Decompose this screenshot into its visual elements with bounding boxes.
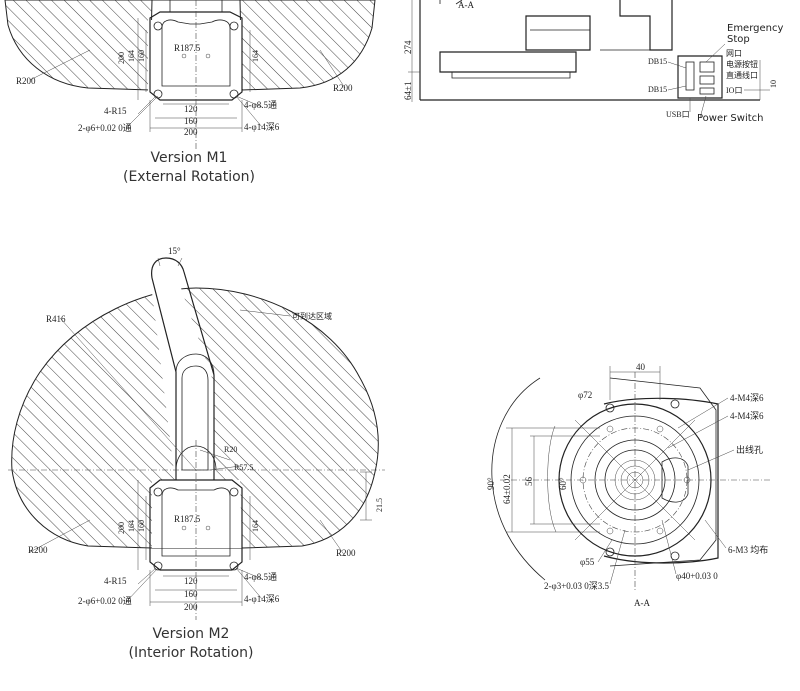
m1-base-outline: [149, 11, 243, 101]
m1-pin-label: 2-φ6+0.02 0通: [78, 123, 132, 133]
side-db15-b-label: DB15: [648, 85, 667, 94]
m2-w160-label: 160: [184, 589, 198, 599]
side-debug-cn-label: 直通线口: [726, 70, 758, 80]
m1-workspace-view: R200 R200 R187.5 200 164 160 164 4-R15 2…: [4, 0, 376, 150]
m2-r20-label: R20: [224, 445, 237, 454]
flange-a60-label: 60°: [558, 477, 568, 490]
m1-reach-area: [4, 0, 376, 91]
side-usb-label: USB口: [666, 110, 690, 119]
flange-w40-label: 40: [636, 362, 646, 372]
m2-w200-label: 200: [184, 602, 198, 612]
flange-d72-label: φ72: [578, 390, 592, 400]
flange-a90-label: 90°: [486, 477, 496, 490]
flange-h64-label: 64±0.02: [502, 474, 512, 504]
m1-r187-label: R187.5: [174, 43, 201, 53]
m1-dim-160-label: 160: [137, 50, 146, 62]
side-net-label: 网口: [726, 49, 742, 58]
flange-pin-label: 2-φ3+0.03 0深3.5: [544, 581, 610, 591]
flange-m3-label: 6-M3 均布: [728, 544, 768, 555]
m2-arm-outline: [151, 257, 215, 480]
m2-reach-cn-label: 可到达区域: [292, 311, 332, 321]
m2-dim-164-label: 164: [127, 520, 136, 532]
m2-pin-label: 2-φ6+0.02 0通: [78, 596, 132, 606]
side-io-label: IO口: [726, 86, 742, 95]
m2-r187-label: R187.5: [174, 514, 201, 524]
m2-arm-cut: [150, 258, 242, 548]
flange-detail-view: 40 φ72 4-M4深6 4-M4深6 出线孔 90° 64±0.02 56 …: [486, 362, 770, 608]
side-aa-label: A-A: [458, 0, 474, 10]
side-lower-arm: [439, 51, 577, 73]
m2-r200-left-label: R200: [28, 545, 48, 555]
m1-w160-label: 160: [184, 116, 198, 126]
side-db15-a-label: DB15: [648, 57, 667, 66]
m1-dim-200-label: 200: [117, 52, 126, 64]
m1-hole-through-label: 4-φ8.5通: [244, 100, 277, 110]
m1-base-cut: [148, 20, 242, 100]
side-upper-arm: [525, 15, 591, 51]
side-estop-cn-label: 电源按钮: [726, 59, 758, 69]
m2-w120-label: 120: [184, 576, 198, 586]
side-base-box: [677, 55, 723, 99]
m2-hole-through-label: 4-φ8.5通: [244, 572, 277, 582]
flange-outer-arc: [491, 377, 546, 581]
m2-r200-right-label: R200: [336, 548, 356, 558]
m2-dim-164-right-label: 164: [251, 520, 260, 532]
m2-dim-160-label: 160: [137, 520, 146, 532]
side-elevation-view: A-A 274 64±1 DB15 DB15 USB口 网口 电源按钮 直通线口…: [403, 0, 783, 124]
m2-caption: Version M2 (Interior Rotation): [96, 625, 286, 663]
m2-base-outline: [149, 479, 243, 571]
m1-caption: Version M1 (External Rotation): [94, 149, 284, 187]
m2-workspace-view: 15° R416 可到达区域 R20 R57.5 R187.5 200 164 …: [8, 246, 385, 620]
m2-dim-200-label: 200: [117, 522, 126, 534]
flange-aa-label: A-A: [634, 598, 650, 608]
flange-m4-b-label: 4-M4深6: [730, 411, 764, 421]
flange-h56-label: 56: [524, 477, 534, 487]
m2-caption-subtitle: (Interior Rotation): [128, 645, 254, 661]
side-estop-en-label-2: Stop: [727, 34, 750, 45]
side-column: [619, 0, 673, 51]
m1-w120-label: 120: [184, 104, 198, 114]
m2-r416-label: R416: [46, 314, 66, 324]
flange-d55-label: φ55: [580, 557, 595, 567]
flange-plate: [603, 397, 719, 564]
flange-outlet-cn-label: 出线孔: [736, 444, 763, 455]
m1-dim-164-label: 164: [127, 50, 136, 62]
m1-w200-label: 200: [184, 127, 198, 137]
m1-caption-title: Version M1: [150, 150, 228, 166]
m1-r15-label: 4-R15: [104, 106, 127, 116]
side-power-en-label: Power Switch: [697, 113, 763, 124]
m1-dim-164-right-label: 164: [251, 50, 260, 62]
m1-r200-right-label: R200: [333, 83, 353, 93]
flange-d40-label: φ40+0.03 0: [676, 571, 718, 581]
m2-angle15-label: 15°: [168, 246, 181, 256]
m1-hole-cb-label: 4-φ14深6: [244, 122, 280, 132]
side-dim10-label: 10: [769, 80, 778, 88]
m1-r200-left-label: R200: [16, 76, 36, 86]
side-h274-label: 274: [403, 40, 413, 54]
flange-m4-a-label: 4-M4深6: [730, 393, 764, 403]
side-h64-label: 64±1: [403, 82, 413, 100]
m2-caption-title: Version M2: [152, 626, 230, 642]
m2-hole-cb-label: 4-φ14深6: [244, 594, 280, 604]
m2-r57-label: R57.5: [234, 463, 253, 472]
m2-r15-label: 4-R15: [104, 576, 127, 586]
m1-caption-subtitle: (External Rotation): [122, 169, 255, 185]
side-estop-en-label-1: Emergency: [727, 23, 783, 34]
m2-d215-label: 21.5: [375, 498, 384, 512]
